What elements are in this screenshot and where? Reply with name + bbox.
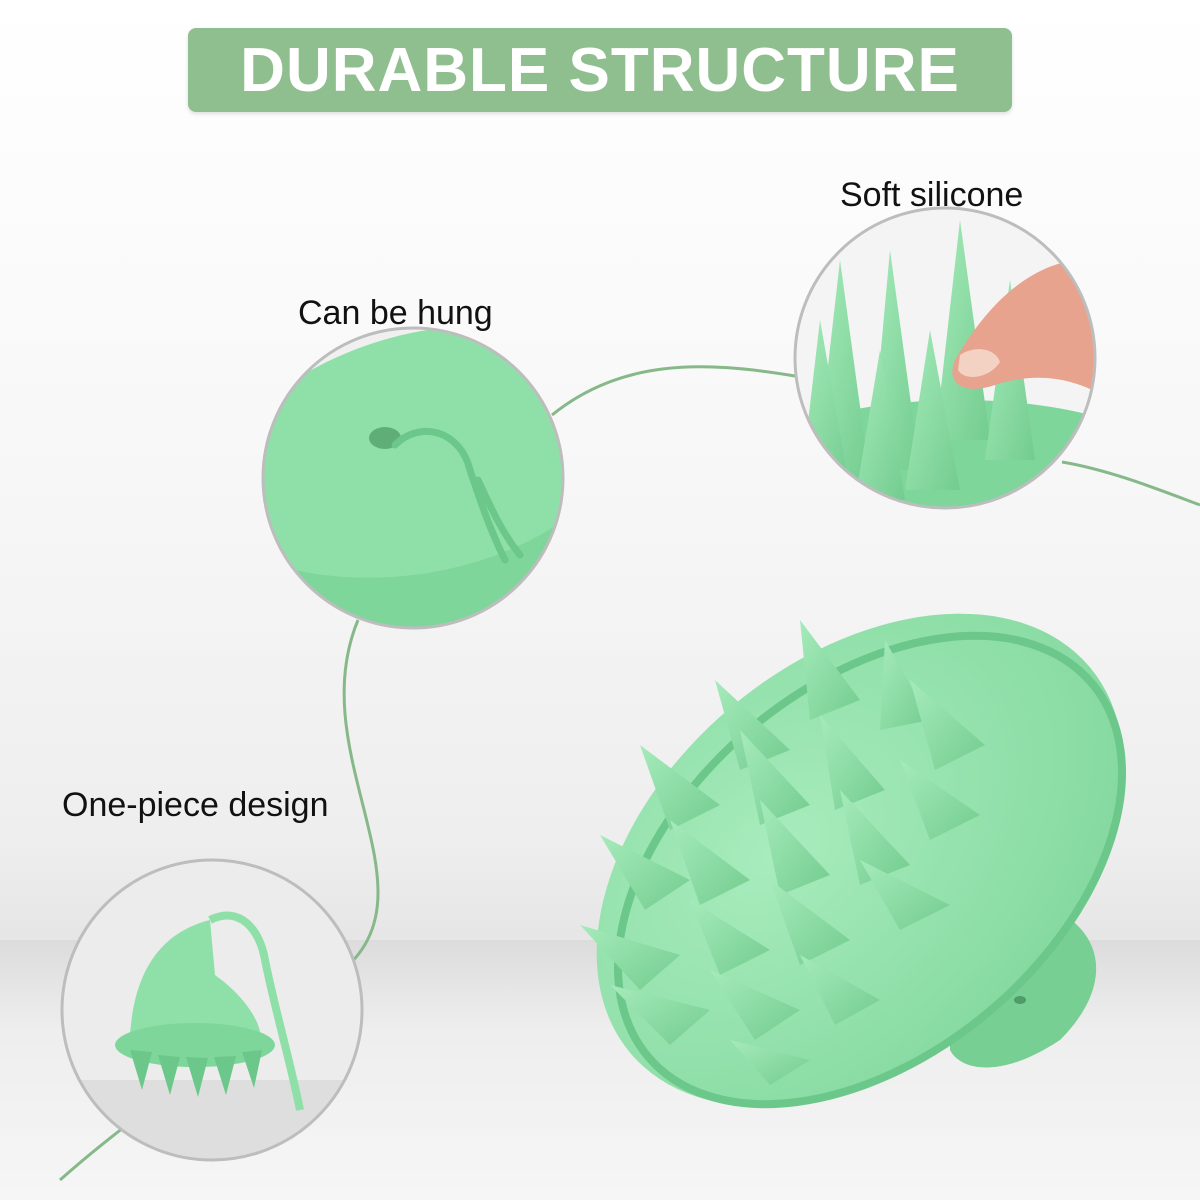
- silicone-bristles: [580, 620, 985, 1085]
- hanging-hole-detail: [261, 326, 565, 630]
- can-be-hung-label: Can be hung: [298, 294, 493, 332]
- title-banner: DURABLE STRUCTURE: [188, 28, 1012, 112]
- soft-silicone-detail: [793, 206, 1097, 510]
- main-brush: [580, 613, 1126, 1109]
- soft-silicone-label: Soft silicone: [840, 176, 1024, 214]
- one-piece-detail: [60, 858, 364, 1162]
- banner-title: DURABLE STRUCTURE: [240, 35, 960, 105]
- one-piece-design-label: One-piece design: [62, 786, 329, 824]
